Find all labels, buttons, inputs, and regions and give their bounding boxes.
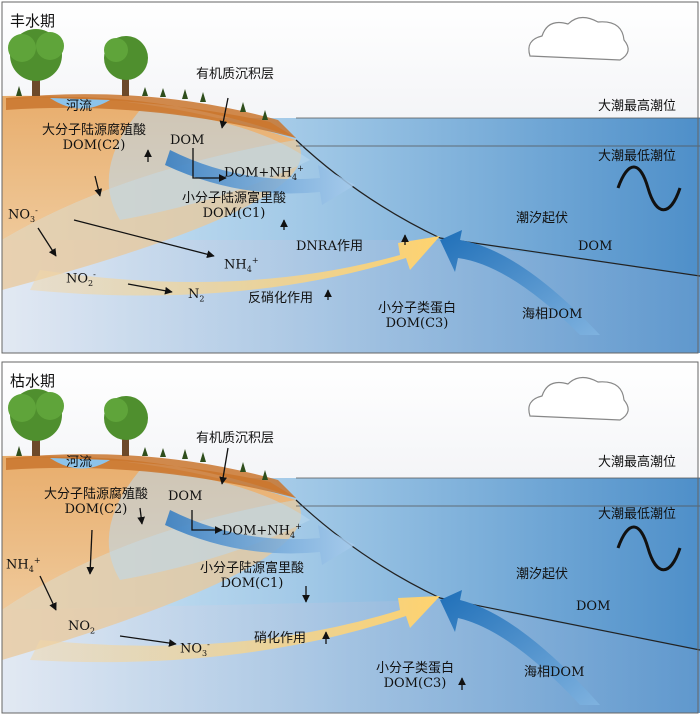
organic-layer-label: 有机质沉积层: [196, 67, 275, 82]
dom-nh4-label: DOM+NH4+: [222, 522, 302, 540]
chem-text: NO: [180, 641, 203, 657]
chem-text: NO: [8, 207, 31, 223]
protein-label: 小分子类蛋白 DOM(C3): [376, 661, 455, 692]
dom-label: DOM: [578, 239, 613, 254]
small-fulvic-text: 小分子陆源富里酸: [200, 561, 305, 576]
chem-label: N2: [188, 287, 205, 304]
chem-text: N: [188, 287, 200, 302]
process-label: DNRA作用: [296, 239, 363, 254]
tidal-label: 潮汐起伏: [516, 211, 569, 226]
dom-nh4-text: DOM+NH: [222, 523, 290, 539]
small-fulvic-code: DOM(C1): [220, 575, 284, 591]
dry-season-panel: 枯水期 有机质沉积层 河流 大潮最高潮位 大潮最低潮位 潮汐起伏 DOM 海相D…: [0, 360, 700, 715]
high-tide-label: 大潮最高潮位: [598, 455, 677, 470]
large-humic-text: 大分子陆源腐殖酸: [44, 487, 149, 502]
river-label: 河流: [66, 455, 93, 470]
protein-code: DOM(C3): [383, 675, 447, 691]
chem-label: NO3-: [180, 640, 210, 658]
chem-text: NO: [68, 619, 91, 634]
tidal-label: 潮汐起伏: [516, 567, 569, 582]
large-humic-text: 大分子陆源腐殖酸: [42, 123, 147, 138]
river-label: 河流: [66, 99, 93, 114]
protein-text: 小分子类蛋白: [378, 301, 457, 316]
process-label: 反硝化作用: [248, 291, 314, 306]
panel-title: 丰水期: [10, 12, 56, 30]
low-tide-label: 大潮最低潮位: [598, 507, 677, 522]
process-label: 硝化作用: [254, 631, 307, 646]
panel-title: 枯水期: [10, 372, 56, 390]
small-fulvic-label: 小分子陆源富里酸 DOM(C1): [200, 561, 305, 592]
tree-icon: [8, 389, 64, 456]
chem-label: NO2: [68, 619, 96, 636]
large-humic-code: DOM(C2): [62, 137, 126, 153]
protein-code: DOM(C3): [385, 315, 449, 331]
high-tide-label: 大潮最高潮位: [598, 99, 677, 114]
tree-icon: [104, 36, 148, 96]
small-fulvic-label: 小分子陆源富里酸 DOM(C1): [182, 191, 287, 222]
dom-nh4-text: DOM+NH: [224, 165, 292, 181]
chem-label: NH4+: [6, 556, 41, 574]
large-humic-label: 大分子陆源腐殖酸 DOM(C2): [42, 123, 147, 154]
large-humic-code: DOM(C2): [64, 501, 128, 517]
protein-label: 小分子类蛋白 DOM(C3): [378, 301, 457, 332]
protein-text: 小分子类蛋白: [376, 661, 455, 676]
small-fulvic-code: DOM(C1): [202, 205, 266, 221]
large-humic-label: 大分子陆源腐殖酸 DOM(C2): [44, 487, 149, 518]
dry-season-diagram: [0, 360, 700, 715]
wet-season-diagram: [0, 0, 700, 355]
low-tide-label: 大潮最低潮位: [598, 149, 677, 164]
tree-icon: [104, 396, 148, 456]
marine-dom-label: 海相DOM: [524, 665, 585, 680]
chem-label: NO2-: [66, 270, 96, 288]
tree-icon: [8, 29, 64, 96]
chem-text: NO: [66, 271, 89, 287]
marine-dom-label: 海相DOM: [522, 307, 583, 322]
small-fulvic-text: 小分子陆源富里酸: [182, 191, 287, 206]
dom-small-label: DOM: [170, 133, 205, 148]
wet-season-panel: 丰水期 有机质沉积层 河流 大潮最高潮位 大潮最低潮位 潮汐起伏 DOM 海相D…: [0, 0, 700, 355]
chem-text: NH: [6, 557, 29, 573]
dom-label: DOM: [576, 599, 611, 614]
dom-nh4-label: DOM+NH4+: [224, 164, 304, 182]
chem-label: NH4+: [224, 256, 259, 274]
organic-layer-label: 有机质沉积层: [196, 431, 275, 446]
chem-label: NO3-: [8, 206, 38, 224]
dom-small-label: DOM: [168, 489, 203, 504]
chem-text: NH: [224, 257, 247, 273]
